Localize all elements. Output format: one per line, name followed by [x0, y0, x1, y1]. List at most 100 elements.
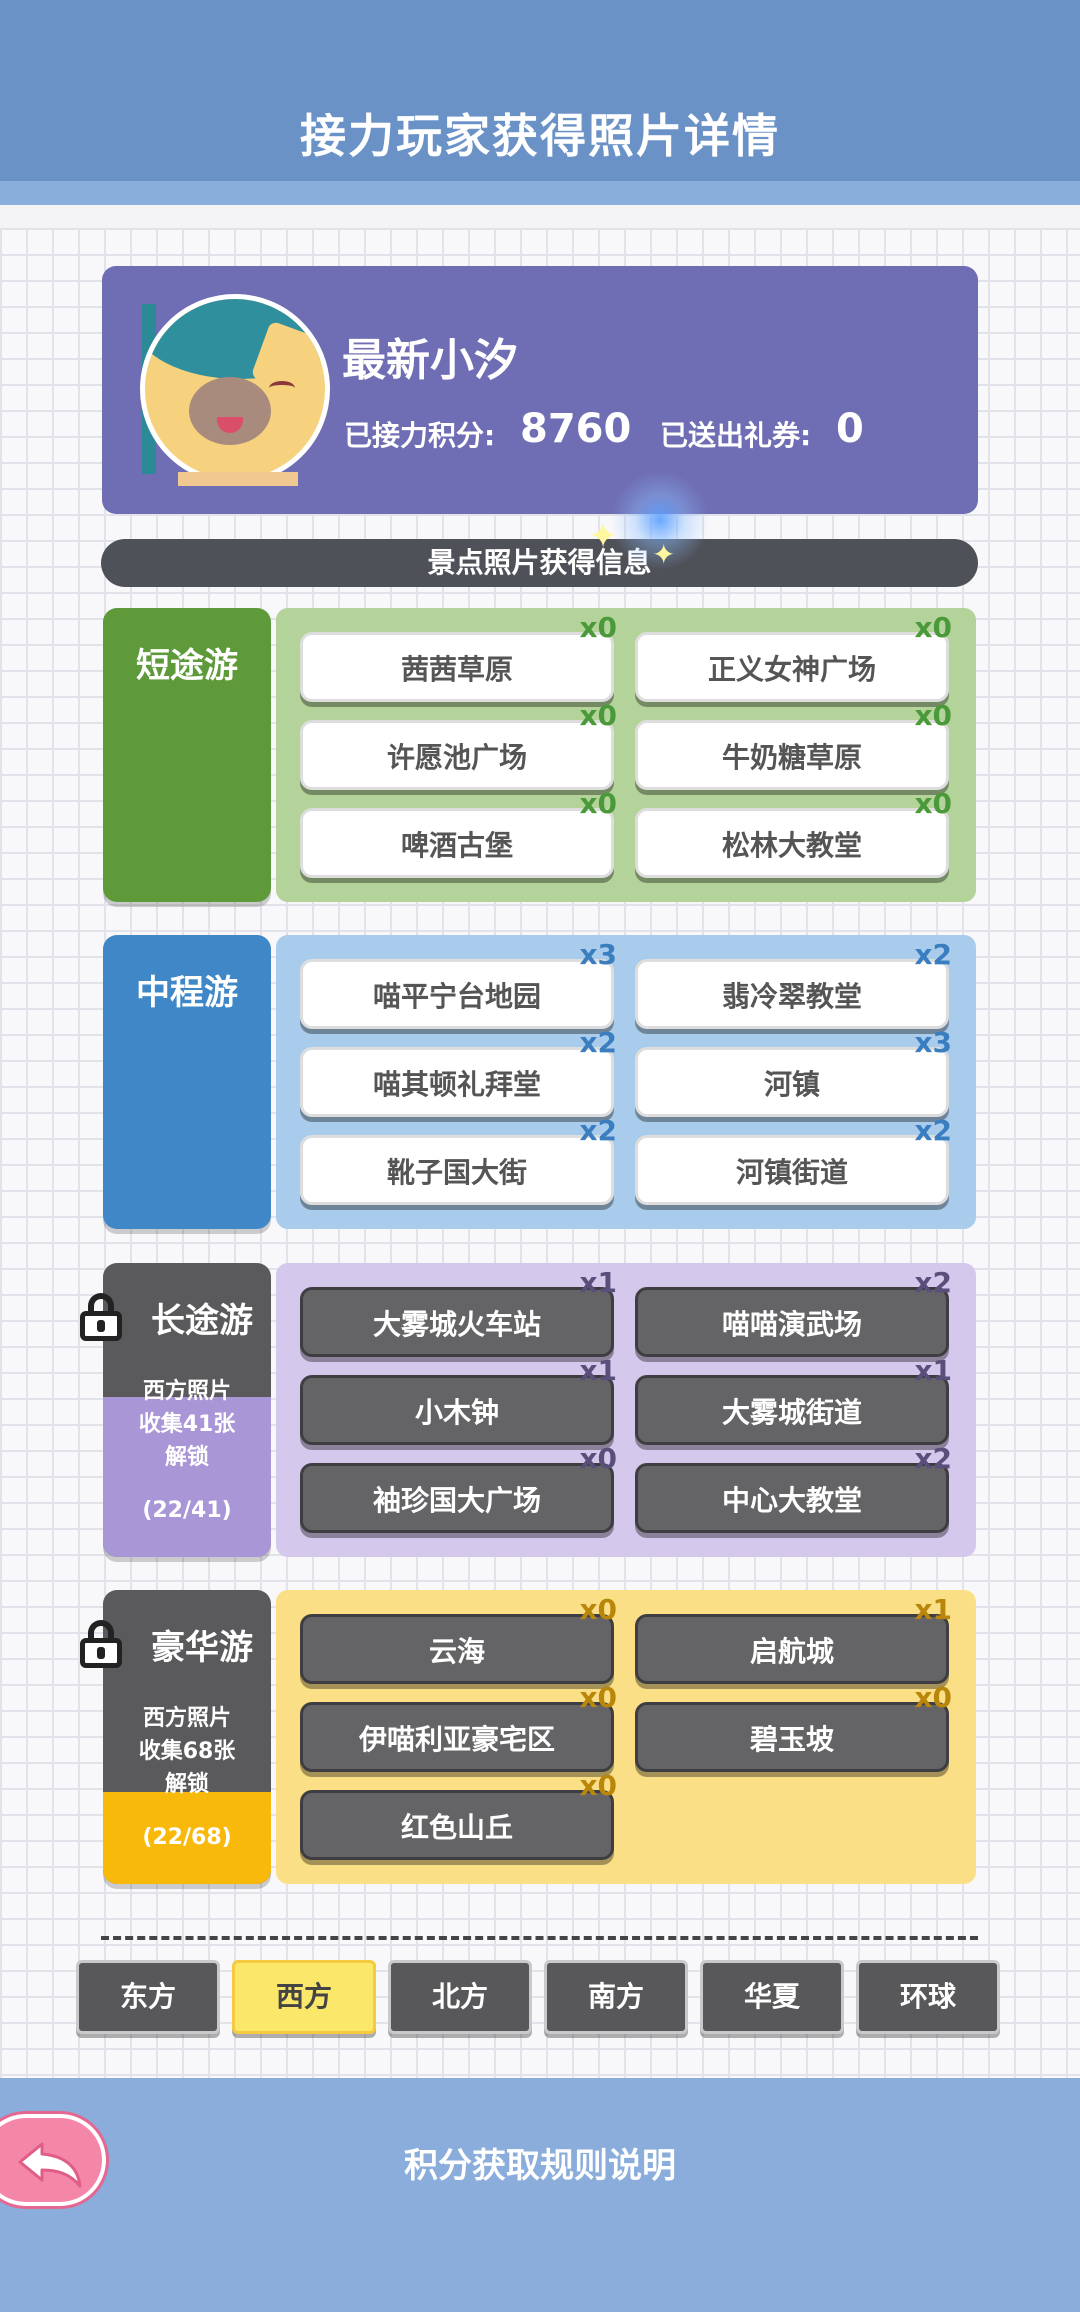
spot-name: 啤酒古堡	[400, 829, 513, 862]
unlock-requirement: 西方照片 收集41张 解锁	[138, 1379, 236, 1470]
photo-count-badge: x0	[579, 699, 617, 732]
photo-count-badge: x1	[579, 1354, 617, 1387]
spot-photo-button[interactable]: 袖珍国大广场 x0	[300, 1444, 617, 1533]
spot-name: 河镇街道	[735, 1156, 848, 1189]
points-label: 已接力积分:	[344, 419, 496, 452]
photo-count-badge: x0	[579, 1442, 617, 1475]
unlock-requirement: 西方照片 收集68张 解锁	[138, 1706, 236, 1797]
spot-name: 碧玉坡	[749, 1723, 834, 1756]
player-name: 最新小汐	[342, 335, 518, 386]
coupons-value: 0	[836, 406, 864, 452]
spot-name: 许愿池广场	[386, 741, 527, 774]
spot-photo-button[interactable]: 启航城 x1	[635, 1595, 952, 1684]
star-icon: ✦	[652, 538, 676, 571]
category-tab[interactable]: 短途游	[103, 608, 271, 902]
photo-count-badge: x1	[914, 1354, 952, 1387]
unlock-progress-text: (22/68)	[142, 1825, 232, 1850]
category-title: 短途游	[136, 646, 238, 686]
region-tab[interactable]: 东方	[76, 1960, 220, 2034]
page-title: 接力玩家获得照片详情	[300, 109, 780, 163]
spot-name: 茜茜草原	[400, 653, 513, 686]
spot-name: 松林大教堂	[721, 829, 862, 862]
star-icon: ✦	[588, 516, 619, 557]
spot-name: 翡冷翠教堂	[721, 980, 862, 1013]
unlock-progress-fill	[103, 1792, 271, 1884]
region-tab[interactable]: 北方	[388, 1960, 532, 2034]
spot-photo-button[interactable]: 云海 x0	[300, 1595, 617, 1684]
spot-photo-button[interactable]: 大雾城街道 x1	[635, 1356, 952, 1445]
photo-count-badge: x1	[914, 1593, 952, 1626]
avatar-container	[140, 294, 330, 486]
photo-count-badge: x2	[914, 938, 952, 971]
spot-name: 云海	[428, 1635, 485, 1668]
spot-name: 正义女神广场	[707, 653, 876, 686]
category-tab[interactable]: 中程游	[103, 935, 271, 1229]
photo-count-badge: x2	[579, 1114, 617, 1147]
category-title: 中程游	[136, 973, 238, 1013]
region-tab[interactable]: 西方	[232, 1960, 376, 2034]
photo-count-badge: x2	[914, 1266, 952, 1299]
spot-photo-button[interactable]: 正义女神广场 x0	[635, 613, 952, 702]
unlock-progress-text: (22/41)	[142, 1498, 232, 1523]
spot-photo-button[interactable]: 靴子国大街 x2	[300, 1116, 617, 1205]
spot-name: 河镇	[763, 1068, 820, 1101]
photo-count-badge: x0	[579, 1681, 617, 1714]
spot-name: 喵其顿礼拜堂	[372, 1068, 541, 1101]
unlock-progress-fill	[103, 1397, 271, 1557]
points-value: 8760	[520, 406, 632, 452]
spot-photo-button[interactable]: 河镇 x3	[635, 1028, 952, 1117]
coupons-label: 已送出礼券:	[660, 419, 812, 452]
photo-count-badge: x3	[579, 938, 617, 971]
back-button[interactable]	[0, 2114, 106, 2206]
photo-count-badge: x0	[914, 699, 952, 732]
player-profile-card: 最新小汐 已接力积分: 8760 已送出礼券: 0	[102, 266, 978, 514]
spot-name: 红色山丘	[400, 1811, 513, 1844]
spot-photo-button[interactable]: 许愿池广场 x0	[300, 701, 617, 790]
photo-count-badge: x1	[579, 1266, 617, 1299]
spot-name: 袖珍国大广场	[372, 1484, 541, 1517]
photo-count-badge: x0	[579, 787, 617, 820]
spot-name: 喵平宁台地园	[372, 980, 541, 1013]
sparkle-effect	[610, 470, 710, 570]
spot-name: 靴子国大街	[386, 1156, 527, 1189]
region-tab[interactable]: 环球	[856, 1960, 1000, 2034]
spot-photo-button[interactable]: 喵平宁台地园 x3	[300, 940, 617, 1029]
spot-photo-button[interactable]: 翡冷翠教堂 x2	[635, 940, 952, 1029]
section-title-bar: 景点照片获得信息	[101, 539, 978, 587]
rules-link[interactable]: 积分获取规则说明	[404, 2146, 676, 2186]
cat-avatar-icon[interactable]	[140, 294, 330, 484]
spot-name: 启航城	[749, 1635, 834, 1668]
photo-count-badge: x0	[579, 611, 617, 644]
spot-name: 伊喵利亚豪宅区	[358, 1723, 555, 1756]
photo-count-badge: x0	[914, 611, 952, 644]
category-title: 长途游	[151, 1301, 253, 1341]
lock-icon	[80, 1620, 122, 1668]
region-tab[interactable]: 华夏	[700, 1960, 844, 2034]
back-arrow-icon	[18, 2142, 82, 2188]
avatar-base-decoration	[178, 472, 298, 486]
photo-count-badge: x3	[914, 1026, 952, 1059]
spot-name: 大雾城街道	[721, 1396, 862, 1429]
spot-name: 喵喵演武场	[721, 1308, 862, 1341]
region-tab[interactable]: 南方	[544, 1960, 688, 2034]
spot-photo-button[interactable]: 伊喵利亚豪宅区 x0	[300, 1683, 617, 1772]
photo-count-badge: x0	[579, 1593, 617, 1626]
spot-name: 中心大教堂	[721, 1484, 862, 1517]
category-tab[interactable]: 长途游西方照片 收集41张 解锁 (22/41)	[103, 1263, 271, 1557]
spot-photo-button[interactable]: 啤酒古堡 x0	[300, 789, 617, 878]
spot-photo-button[interactable]: 喵喵演武场 x2	[635, 1268, 952, 1357]
category-tab[interactable]: 豪华游西方照片 收集68张 解锁 (22/68)	[103, 1590, 271, 1884]
footer-bar	[0, 2078, 1080, 2312]
category-title: 豪华游	[151, 1628, 253, 1668]
spot-photo-button[interactable]: 茜茜草原 x0	[300, 613, 617, 702]
lock-icon	[80, 1293, 122, 1341]
